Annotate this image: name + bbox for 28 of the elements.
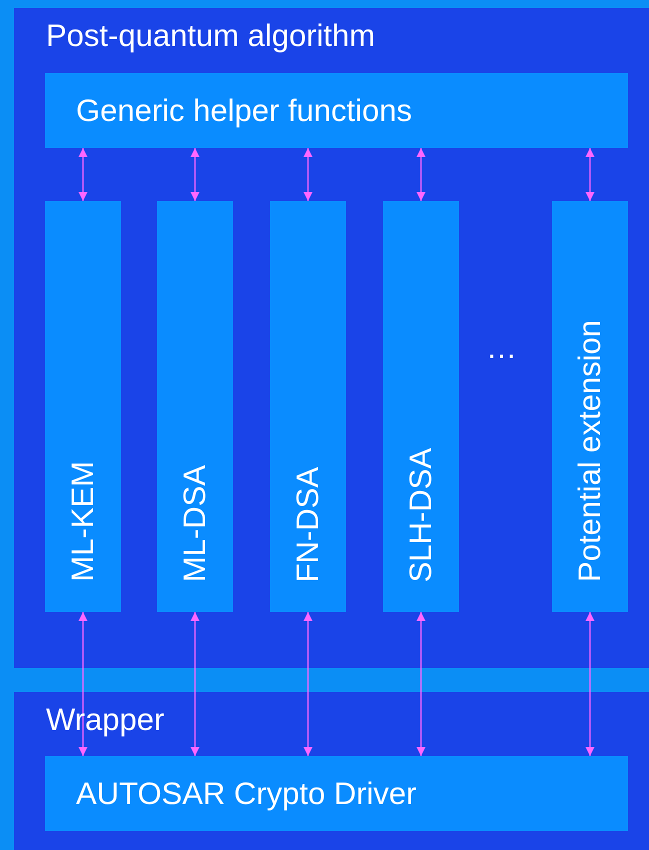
double-arrow xyxy=(78,612,88,756)
ellipsis-note: … xyxy=(486,330,517,366)
box-label: Generic helper functions xyxy=(76,92,412,128)
box-label: Potential extension xyxy=(572,320,608,582)
group-title: Post-quantum algorithm xyxy=(46,18,376,54)
process-box xyxy=(270,201,346,612)
process-box xyxy=(157,201,233,612)
box-label: ML-KEM xyxy=(65,461,101,582)
box-label: ML-DSA xyxy=(177,464,213,582)
box-label: SLH-DSA xyxy=(403,448,439,582)
double-arrow xyxy=(190,612,200,756)
double-arrow xyxy=(190,148,200,201)
process-box xyxy=(552,201,628,612)
process-box xyxy=(45,201,121,612)
double-arrow xyxy=(586,148,594,201)
box-label: AUTOSAR Crypto Driver xyxy=(76,776,416,812)
double-arrow xyxy=(304,148,312,201)
double-arrow xyxy=(416,148,426,201)
double-arrow xyxy=(586,612,594,756)
box-label: FN-DSA xyxy=(290,466,326,582)
double-arrow xyxy=(416,612,426,756)
group-panel xyxy=(14,692,649,850)
process-box xyxy=(383,201,459,612)
double-arrow xyxy=(78,148,88,201)
process-box xyxy=(45,73,628,148)
double-arrow xyxy=(304,612,312,756)
group-panel xyxy=(14,8,649,668)
process-box xyxy=(45,756,628,831)
